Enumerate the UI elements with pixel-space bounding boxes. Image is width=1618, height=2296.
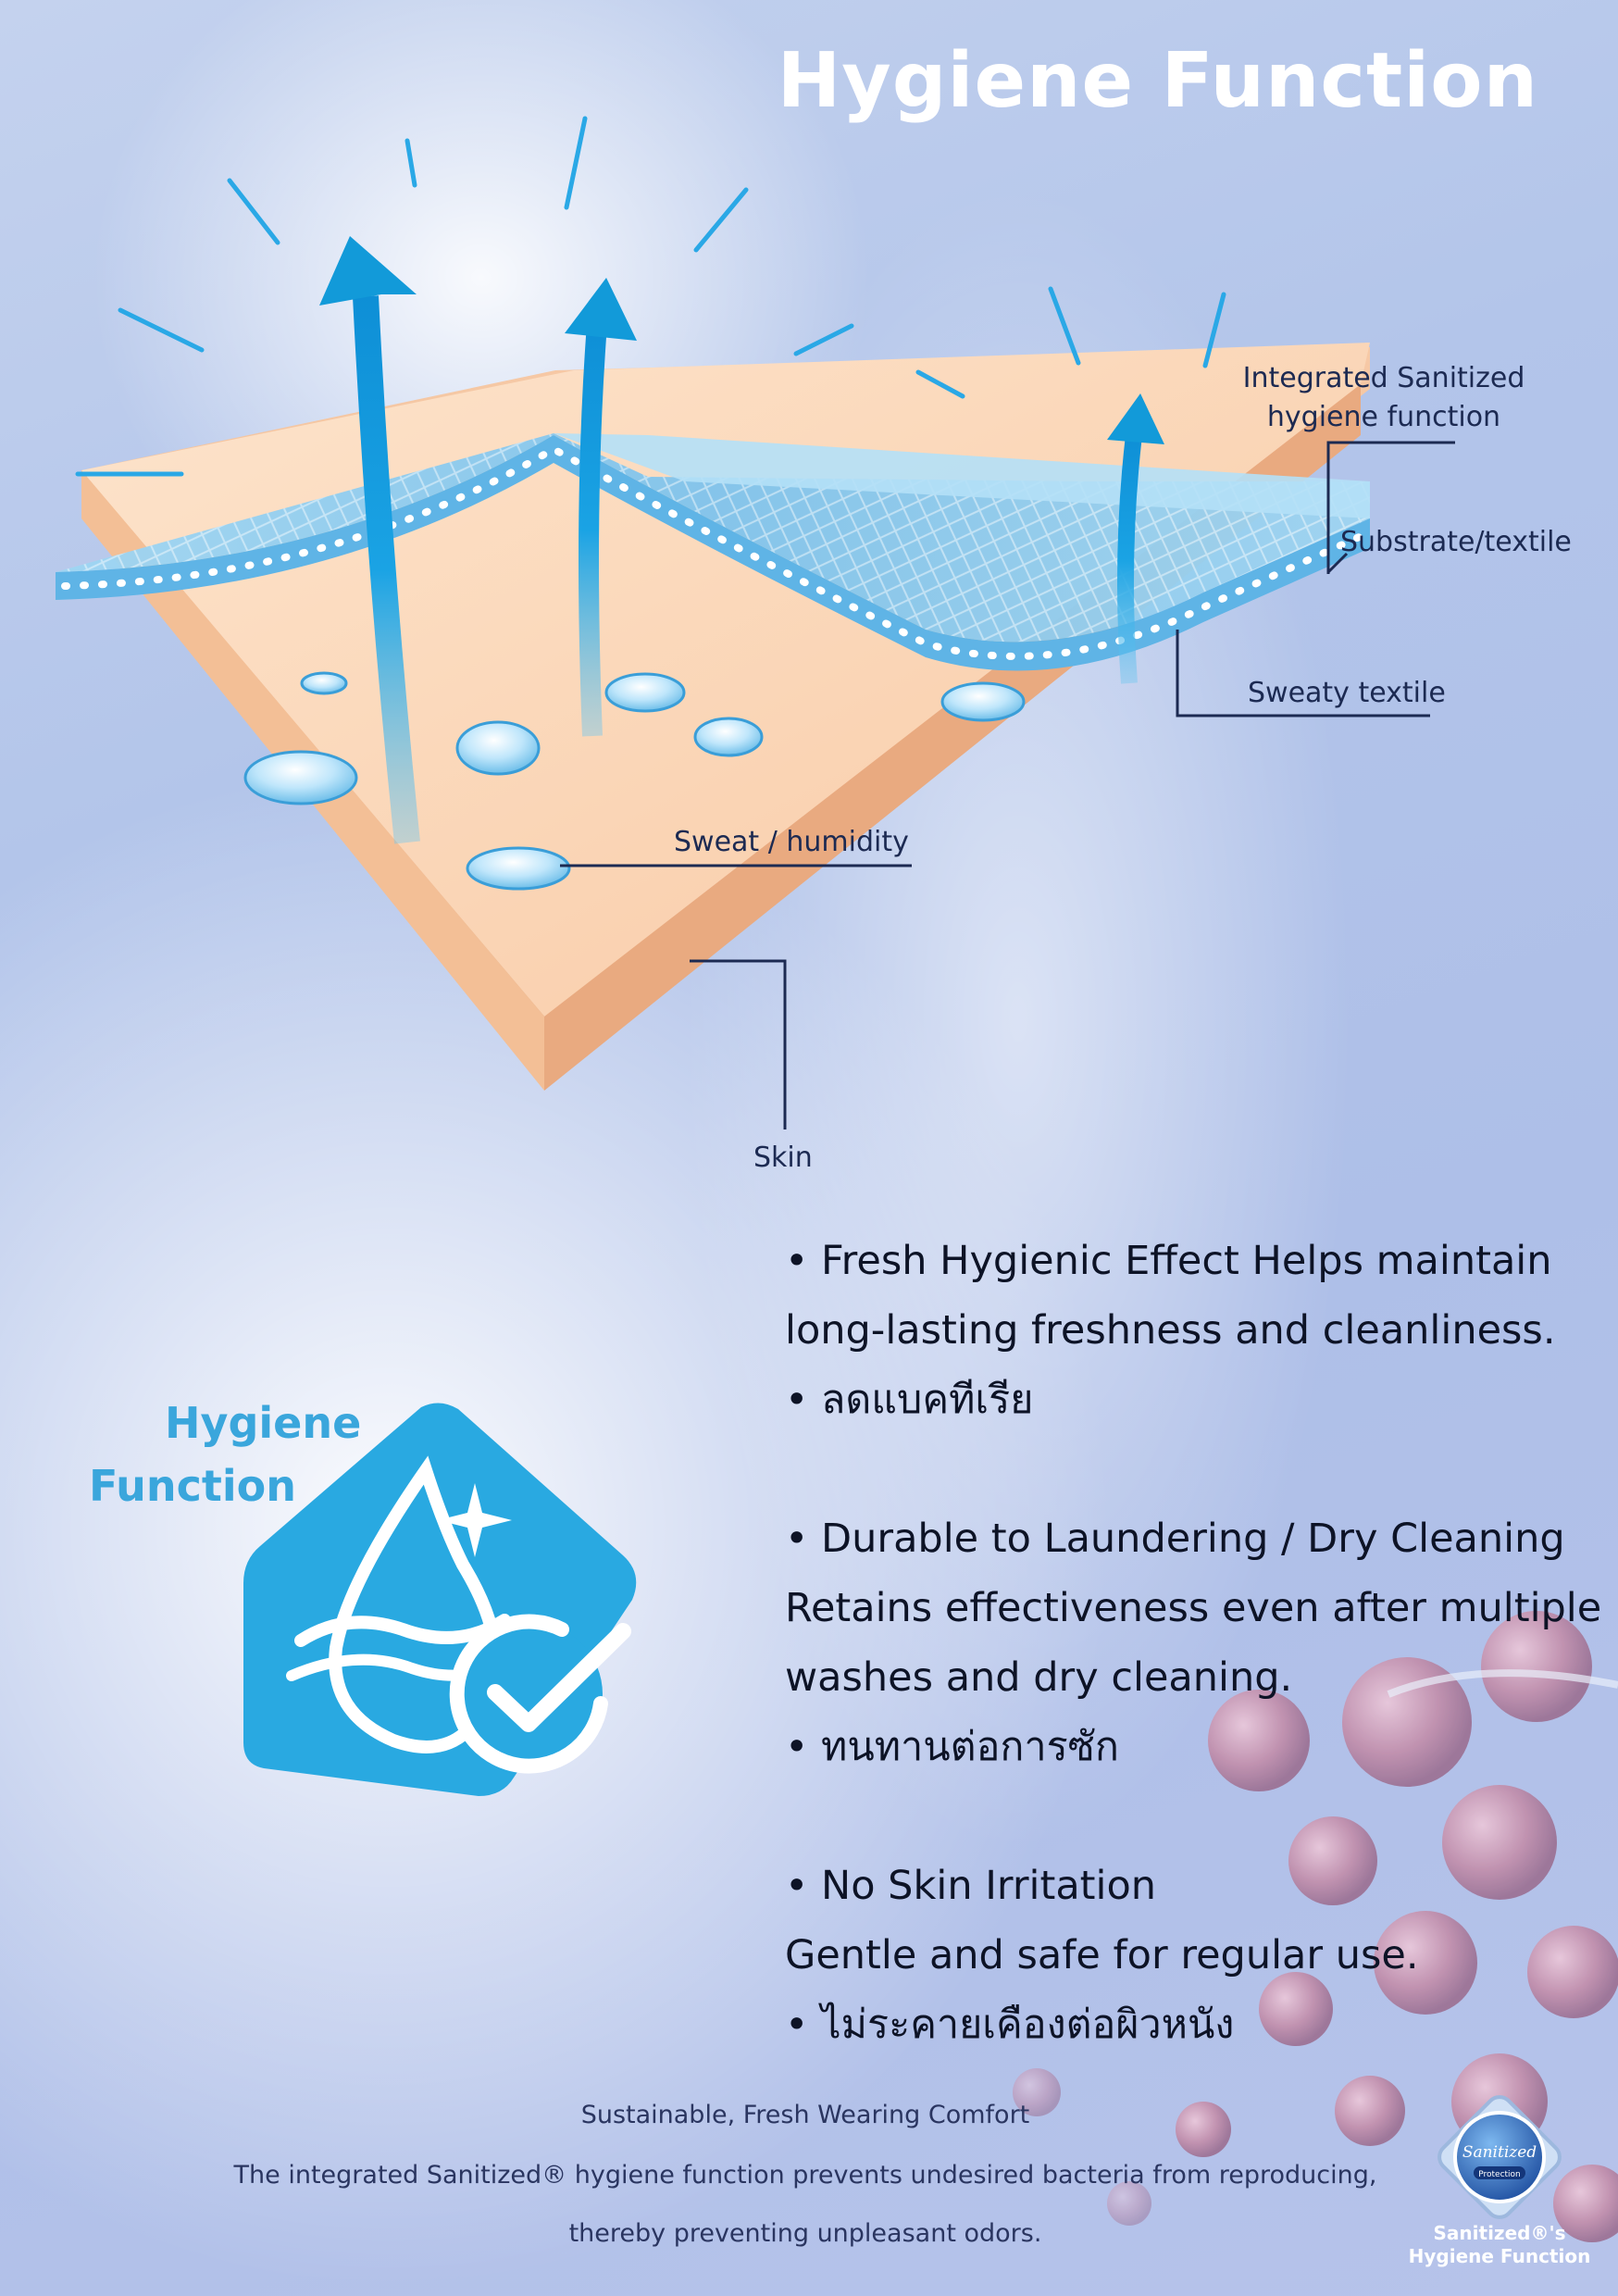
callout-substrate: Substrate/textile — [1340, 526, 1572, 558]
sanitized-seal-logo: Sanitized Protection — [1438, 2095, 1562, 2219]
benefit-body: Retains effectiveness even after multipl… — [785, 1585, 1602, 1631]
sparkle-rays — [75, 116, 1226, 477]
benefit-body: washes and dry cleaning. — [785, 1654, 1293, 1701]
benefit-body: long-lasting freshness and cleanliness. — [785, 1307, 1556, 1354]
footer-description-line1: The integrated Sanitized® hygiene functi… — [233, 2161, 1377, 2190]
benefit-thai: • ไม่ระคายเคืองต่อผิวหนัง — [785, 2002, 1235, 2048]
badge-label-line2: Function — [89, 1461, 297, 1511]
benefit-heading: • Fresh Hygienic Effect Helps maintain — [785, 1238, 1552, 1284]
callout-leader-lines — [560, 441, 1455, 1129]
seal-caption: Sanitized®'s Hygiene Function — [1408, 2222, 1591, 2267]
benefit-thai: • ทนทานต่อการซัก — [785, 1724, 1119, 1770]
benefit-thai: • ลดแบคทีเรีย — [785, 1377, 1034, 1423]
fabric-layer-diagram — [56, 116, 1455, 1129]
seal-logo-subtext: Protection — [1478, 2170, 1521, 2179]
footer-tagline: Sustainable, Fresh Wearing Comfort — [580, 2101, 1030, 2129]
skin-layer — [81, 343, 1370, 1091]
water-drop-check-icon — [243, 1403, 637, 1796]
callout-sweaty-textile: Sweaty textile — [1248, 677, 1446, 709]
page-title: Hygiene Function — [777, 37, 1538, 125]
benefits-list: • Fresh Hygienic Effect Helps maintain l… — [785, 1227, 1602, 2060]
benefit-heading: • No Skin Irritation — [785, 1863, 1157, 1909]
footer-description-line2: thereby preventing unpleasant odors. — [568, 2219, 1042, 2248]
benefit-body: Gentle and safe for regular use. — [785, 1932, 1419, 1978]
callout-sweat-humidity: Sweat / humidity — [674, 826, 909, 858]
callout-integrated-sanitized: Integrated Sanitized hygiene function — [1242, 362, 1525, 433]
benefit-heading: • Durable to Laundering / Dry Cleaning — [785, 1516, 1565, 1562]
badge-label-line1: Hygiene — [165, 1398, 362, 1448]
callout-skin: Skin — [753, 1142, 813, 1174]
vapour-arrows — [319, 236, 1164, 844]
seal-logo-text: Sanitized — [1462, 2143, 1537, 2162]
textile-layer — [56, 433, 1370, 671]
